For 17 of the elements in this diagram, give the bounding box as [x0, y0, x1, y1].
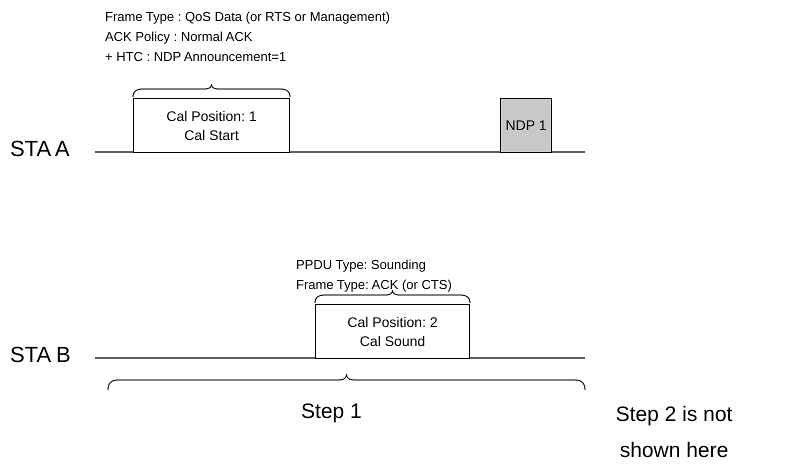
frame-label: Cal Position: 1 [166, 106, 257, 126]
step-label: Step 1 [301, 400, 362, 424]
frame-label: NDP 1 [506, 116, 546, 135]
ndp-frame-box [500, 98, 552, 153]
frame-label: Cal Start [184, 126, 239, 144]
frame-box [315, 304, 470, 359]
frame-annotation: + HTC : NDP Announcement=1 [105, 48, 286, 66]
frame-label: Cal Sound [360, 332, 426, 350]
station-label: STA A [10, 136, 70, 162]
frame-annotation: ACK Policy : Normal ACK [105, 28, 252, 46]
frame-annotation: Frame Type : QoS Data (or RTS or Management) [105, 8, 390, 26]
frame-annotation: PPDU Type: Sounding [296, 256, 426, 274]
frame-box [133, 98, 290, 153]
station-label: STA B [10, 342, 71, 368]
frame-label: Cal Position: 2 [347, 312, 438, 332]
step-note: Step 2 is not shown here [614, 402, 734, 464]
frame-annotation: Frame Type: ACK (or CTS) [296, 276, 452, 294]
